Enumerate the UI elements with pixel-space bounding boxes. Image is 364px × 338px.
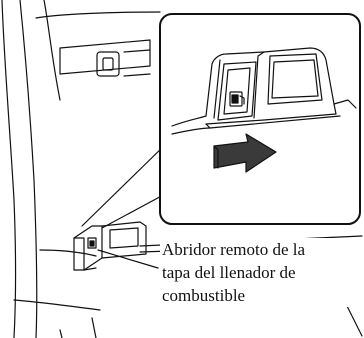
opener-lever-small — [73, 221, 147, 271]
fuel-pump-icon — [229, 91, 243, 107]
zoom-inset-frame — [159, 13, 361, 225]
fuel-icon-small — [87, 237, 97, 249]
callout-line-3: combustible — [162, 286, 246, 305]
callout-pointer-line — [97, 249, 159, 269]
arrow-down-right-icon — [213, 133, 277, 173]
panel-switch — [96, 51, 120, 77]
callout-line-1: Abridor remoto de la — [162, 240, 306, 259]
callout-label: Abridor remoto de la tapa del llenador d… — [160, 238, 364, 307]
callout-line-2: tapa del llenador de — [162, 263, 296, 282]
zoom-inset — [159, 13, 361, 225]
